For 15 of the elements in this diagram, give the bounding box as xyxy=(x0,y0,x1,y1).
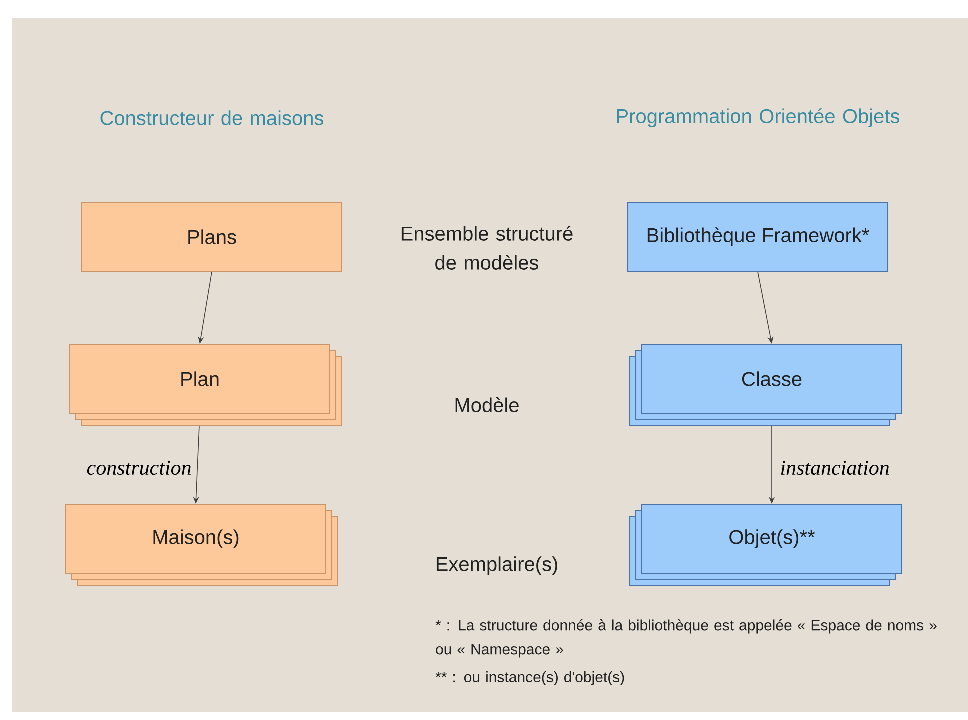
stacked-box: Objet(s)** xyxy=(630,504,902,586)
stacked-box: Plan xyxy=(70,344,342,426)
column-heading: Programmation Orientée Objets xyxy=(617,108,900,128)
level-label: Exemplaire(s) xyxy=(436,556,558,576)
level-label: Modèle xyxy=(456,398,519,412)
edge-label: construction xyxy=(84,458,194,478)
level-label: Ensemble structuré de modèles xyxy=(402,226,573,270)
footnote: ** : ou instance(s) d'objet(s) xyxy=(436,672,624,686)
edge-label: instanciation xyxy=(778,458,892,478)
footnote: * : La structure donnée à la bibliothèque est appelée « Espace de noms » ou « Namespace » xyxy=(436,620,937,658)
stacked-box: Classe xyxy=(630,344,902,426)
column-heading: Constructeur de maisons xyxy=(100,110,324,126)
stacked-box: Maison(s) xyxy=(66,504,338,586)
process-box: Bibliothèque Framework* xyxy=(628,202,889,272)
process-box: Plans xyxy=(82,202,342,272)
